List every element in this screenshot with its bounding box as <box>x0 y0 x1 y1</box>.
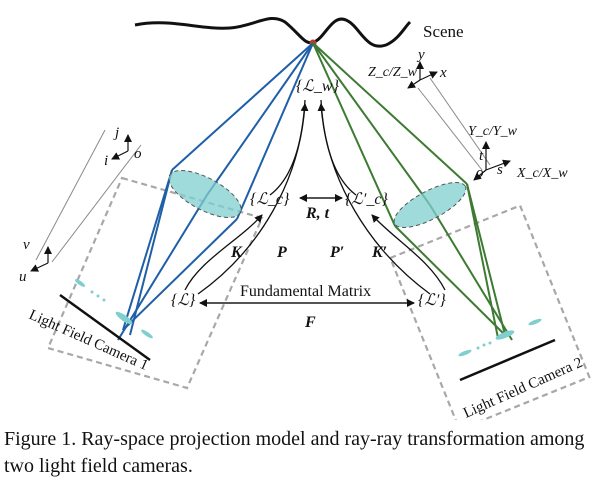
camera-2-axes <box>473 141 511 181</box>
fundamental-matrix-label: Fundamental Matrix <box>240 283 371 300</box>
light-field-projection-diagram: Scene <box>19 16 591 420</box>
p-prime-label: P′ <box>329 244 344 261</box>
rt-label: R, t <box>305 205 330 222</box>
figure-caption: Figure 1. Ray-space projection model and… <box>4 428 585 477</box>
axis-u-label: u <box>19 269 27 285</box>
camera-2-microlenses <box>458 318 542 357</box>
axis-o2-label: o <box>476 165 484 181</box>
camera-1-ijo-axes <box>111 134 132 160</box>
relation-arrows <box>184 99 446 307</box>
k-prime-label: K′ <box>371 244 387 261</box>
axis-s-label: s <box>497 162 503 178</box>
lightfield-set-left-label: {ℒ} <box>171 292 196 309</box>
world-axes-top <box>407 61 438 89</box>
camera-2-label: Light Field Camera 2 <box>461 355 585 420</box>
scene-curve <box>134 16 412 48</box>
axis-j-label: j <box>113 125 119 141</box>
axis-y-top-label: y <box>416 47 425 63</box>
camera-2-rays <box>312 42 513 341</box>
camera-1-box <box>46 176 264 390</box>
camera-1-microlenses <box>74 279 153 339</box>
camera-1-rays <box>117 42 314 341</box>
axis-zc-zw-label: Z_c/Z_w <box>368 65 418 80</box>
world-set-label: {ℒ_w} <box>296 78 340 95</box>
axis-v-label: v <box>23 237 30 253</box>
camera-set-right-label: {ℒ′_c} <box>345 191 389 208</box>
axis-x-top-label: x <box>439 65 447 81</box>
axis-xc-xw-label: X_c/X_w <box>516 166 568 181</box>
camera-set-left-label: {ℒ_c} <box>250 191 290 208</box>
camera-2-box <box>388 204 591 420</box>
axis-yc-yw-label: Y_c/Y_w <box>468 124 518 139</box>
camera-1-lens <box>168 170 242 218</box>
axis-o1-label: o <box>134 146 142 162</box>
axis-i-label: i <box>104 153 108 169</box>
f-label: F <box>304 314 316 331</box>
camera-1-sensor <box>59 293 151 362</box>
axis-t-label: t <box>479 148 484 164</box>
camera-2-sensor <box>459 338 556 382</box>
camera-1-uv-axes <box>30 246 52 272</box>
p-label: P <box>276 244 287 261</box>
scene-label: Scene <box>423 22 464 41</box>
camera-2-lens <box>393 182 467 228</box>
construction-lines <box>35 77 491 263</box>
k-label: K <box>230 244 243 261</box>
lightfield-set-right-label: {ℒ′} <box>418 292 446 309</box>
